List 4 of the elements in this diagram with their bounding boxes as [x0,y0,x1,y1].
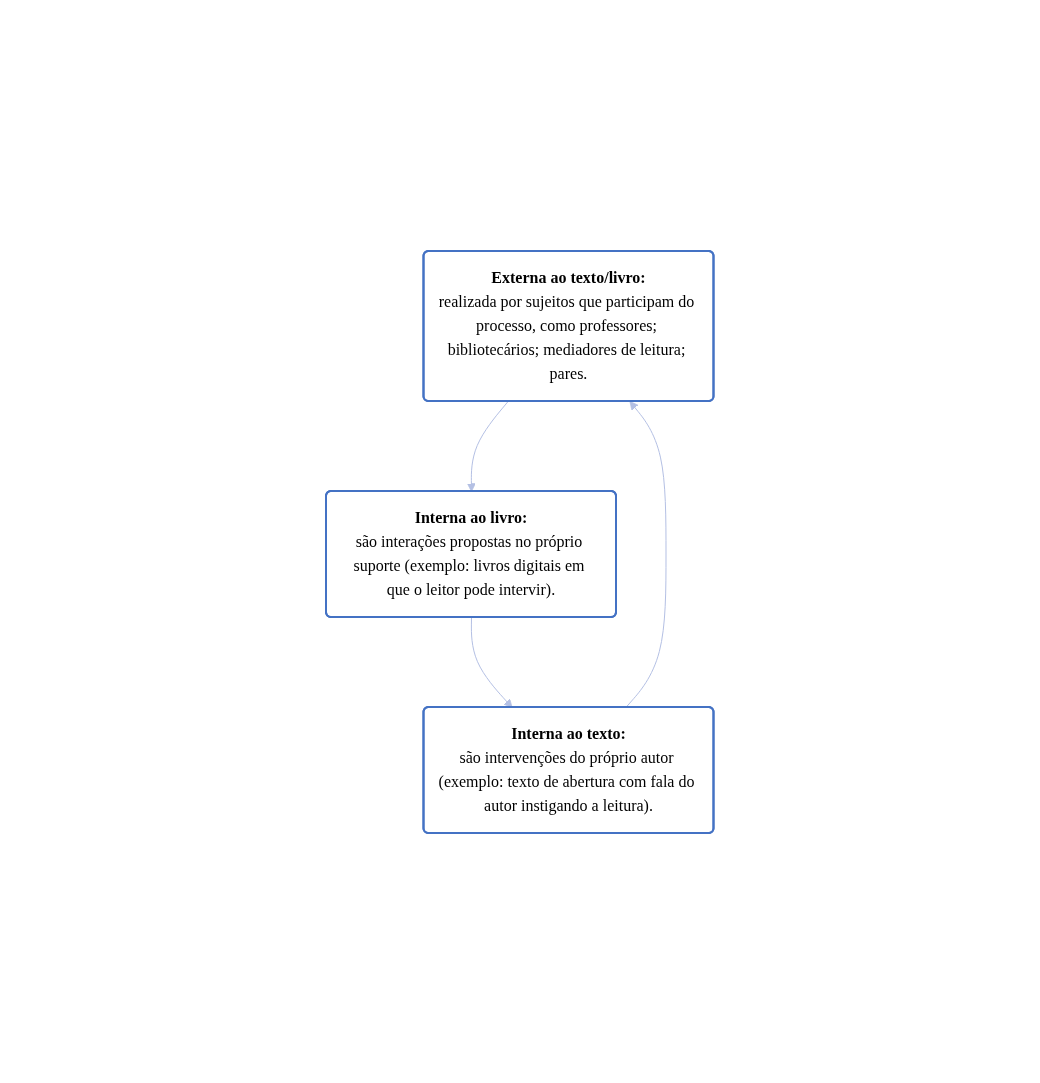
arrow [625,400,667,708]
arrow [471,616,513,708]
node-text: Interna ao livro: são interações propostas no próprio suporte (exemplo: livros digitais em que o leitor pode intervir). [353,508,585,598]
arrow [467,400,509,492]
